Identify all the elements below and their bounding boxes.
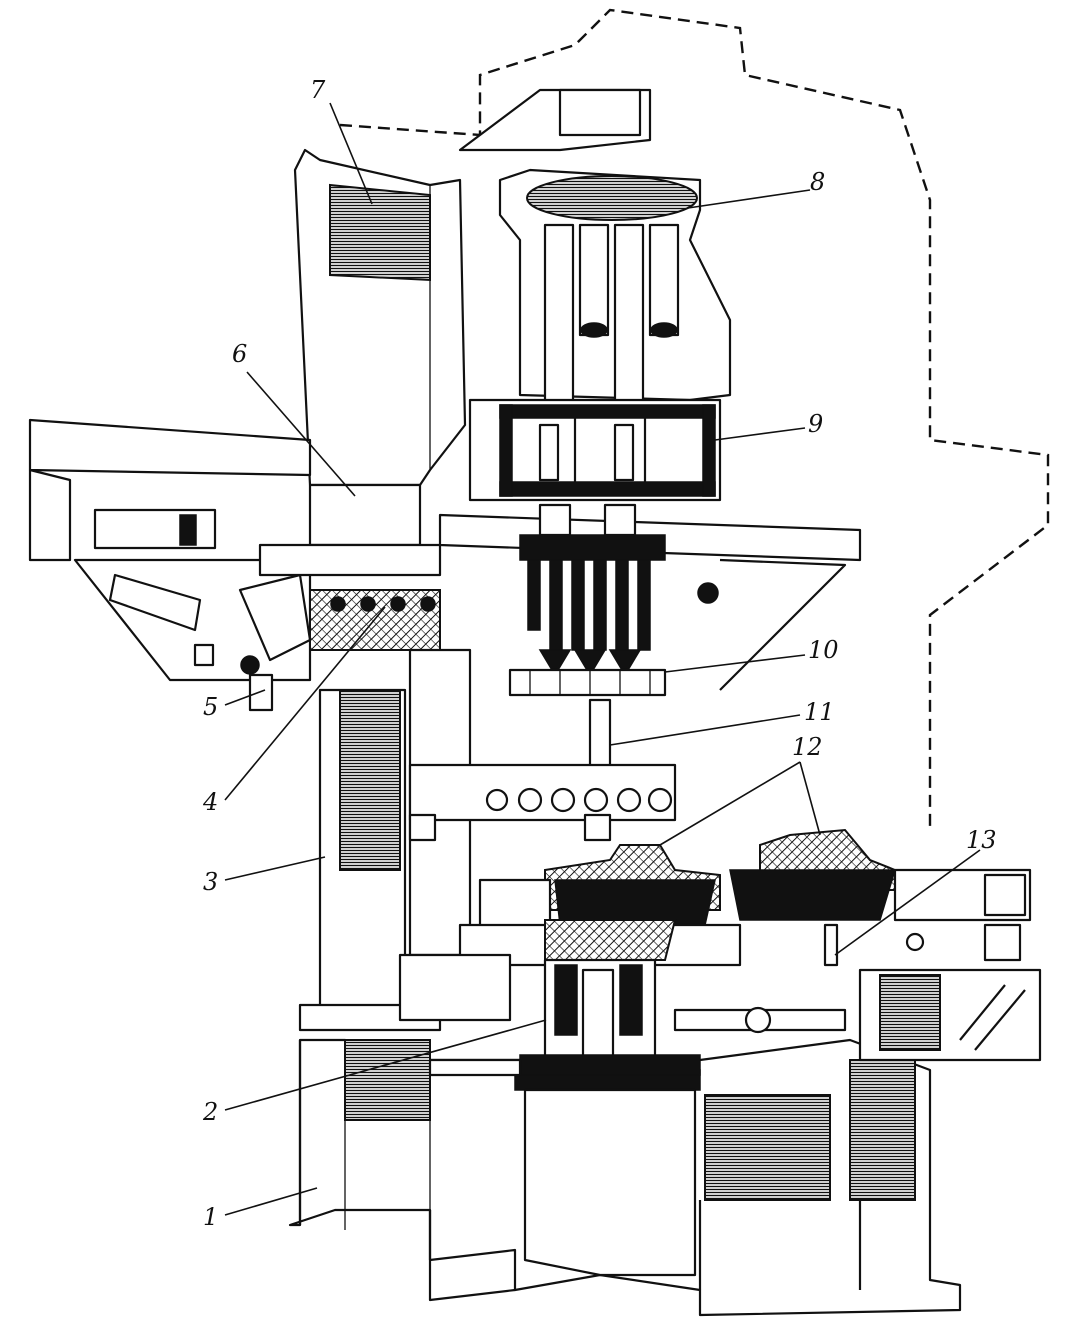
callout-8: 8 (810, 168, 825, 196)
conveyor (673, 868, 1042, 1062)
rotary-table (398, 878, 742, 1077)
machine-base (288, 1038, 962, 1317)
callout-2: 2 (202, 1098, 218, 1126)
callout-4: 4 (202, 788, 218, 816)
callout-1: 1 (203, 1203, 218, 1231)
leader-lines (224, 102, 981, 1216)
frame (468, 398, 722, 502)
callout-13: 13 (966, 826, 997, 854)
workpieces (544, 828, 897, 926)
callout-6: 6 (232, 340, 247, 368)
left-arm (28, 418, 442, 712)
spindle (408, 698, 677, 842)
callout-labels: 1 2 3 4 5 6 7 8 9 10 11 12 13 (202, 76, 997, 1231)
callout-5: 5 (203, 693, 218, 721)
upper-frame (293, 148, 467, 547)
callout-12: 12 (792, 733, 823, 761)
dashed-enclosure-outline (339, 8, 1050, 830)
callout-7: 7 (310, 76, 326, 104)
callout-11: 11 (804, 698, 835, 726)
head-assembly (458, 88, 732, 407)
callout-10: 10 (808, 636, 839, 664)
callout-3: 3 (203, 868, 218, 896)
brush-head (508, 503, 667, 697)
callout-9: 9 (808, 410, 823, 438)
column (298, 688, 442, 1032)
